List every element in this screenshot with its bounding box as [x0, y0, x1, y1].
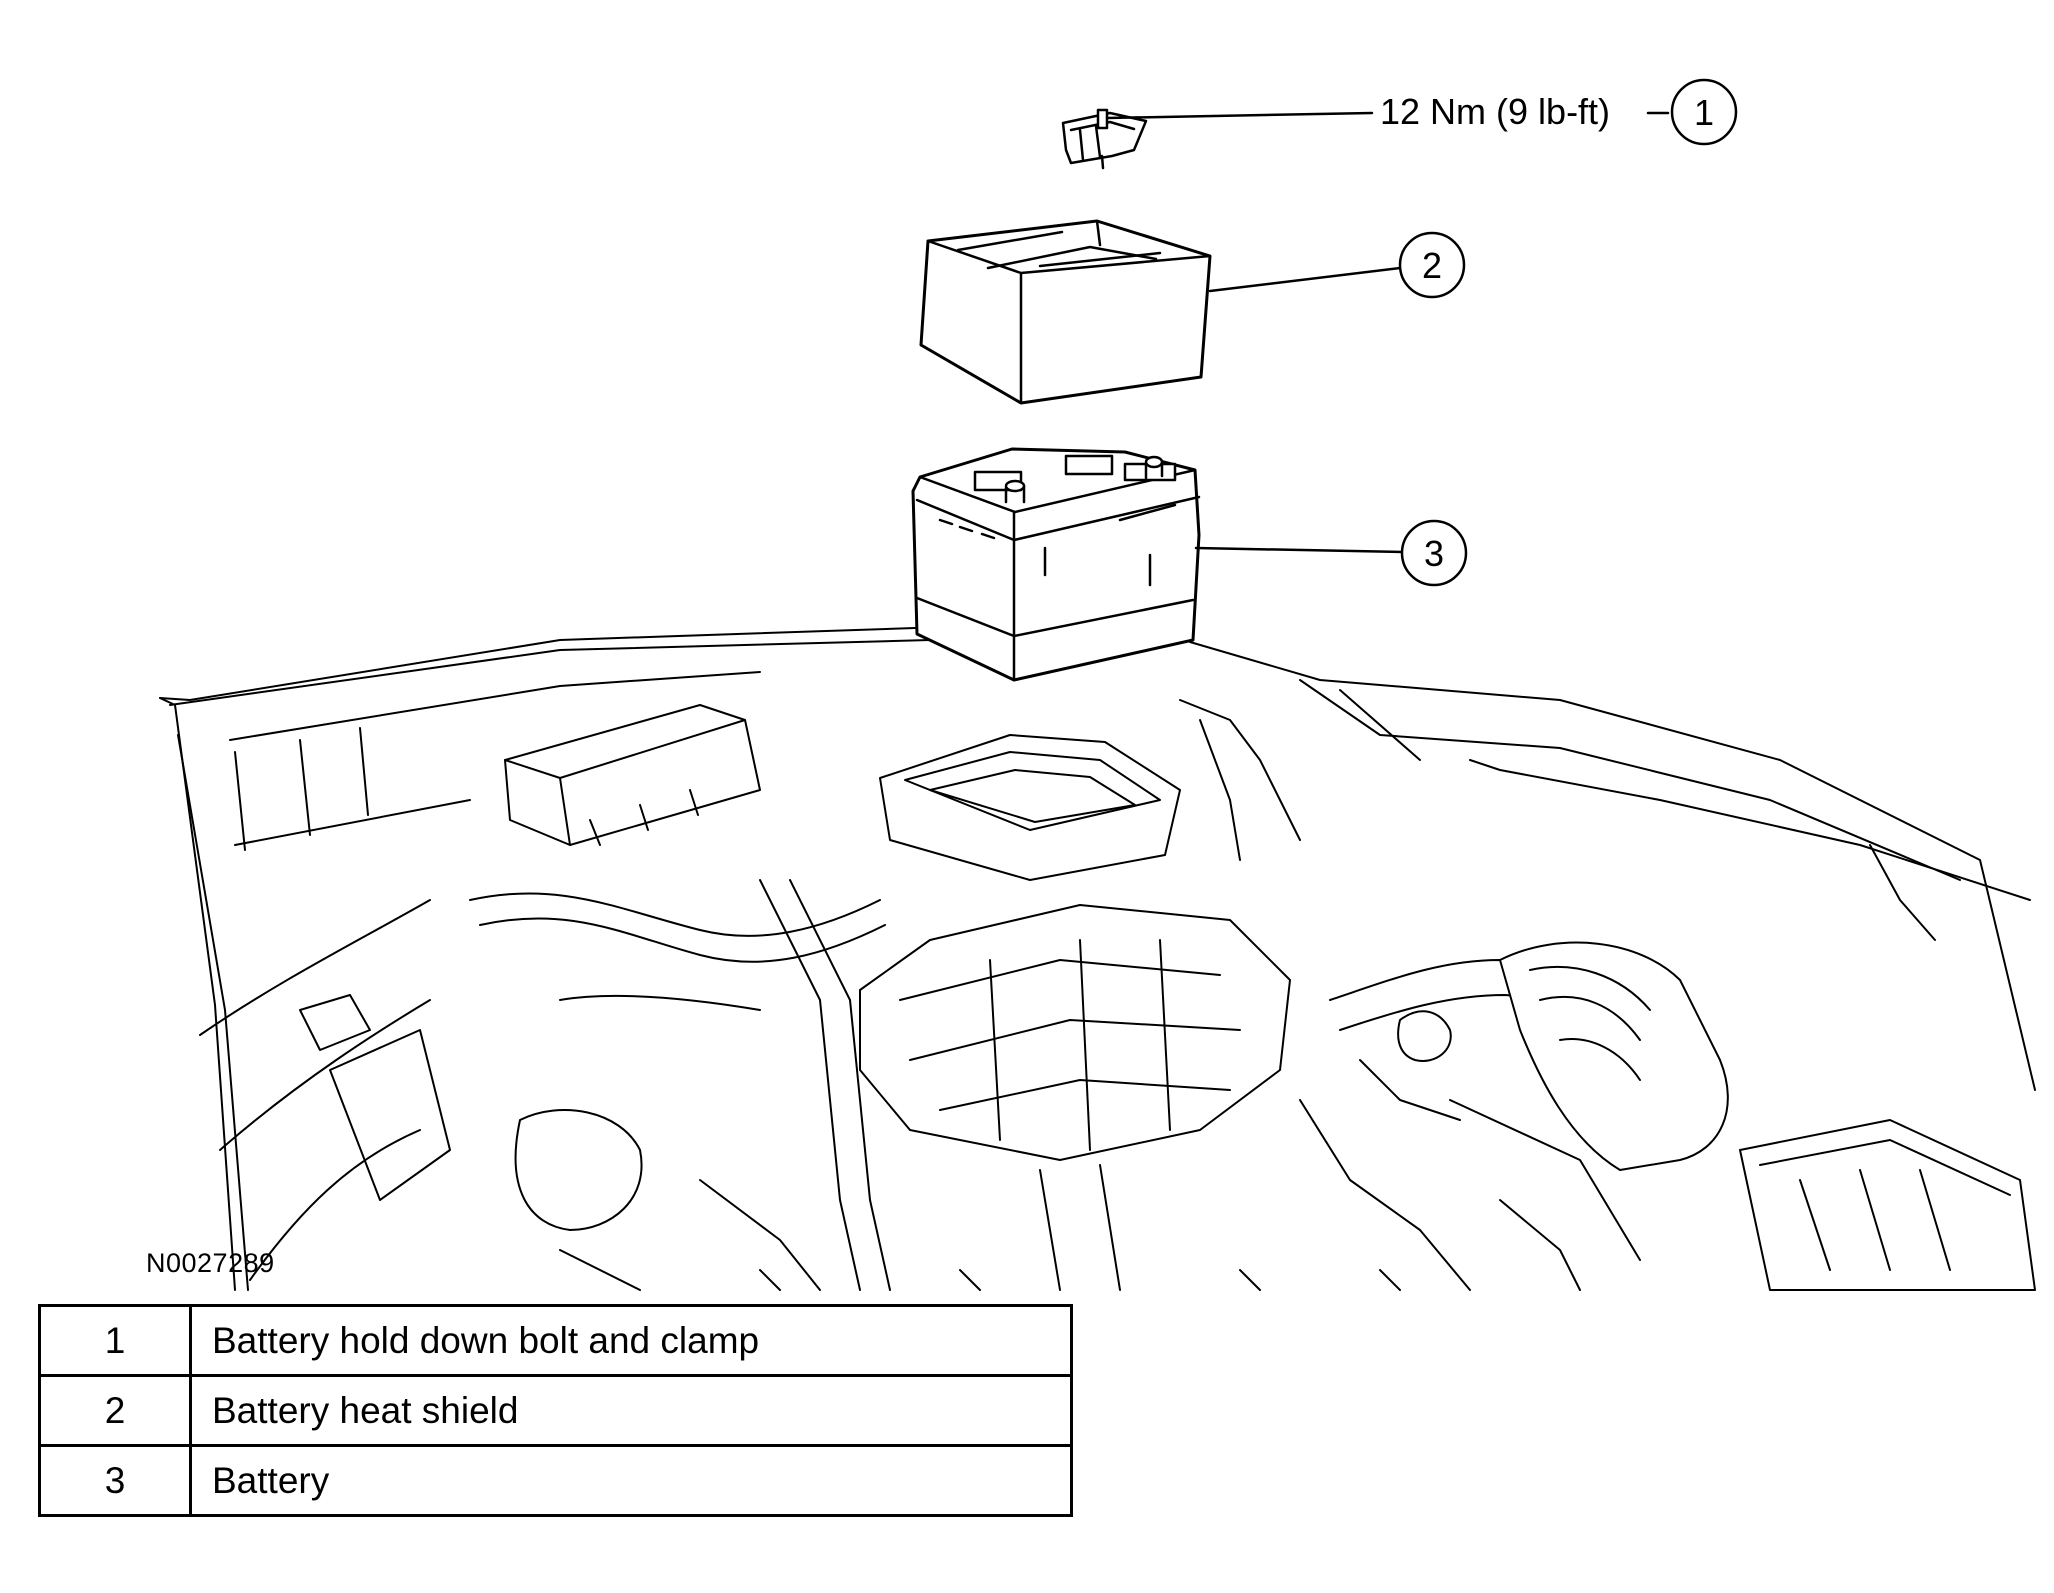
callout-3: 3: [1194, 519, 1468, 587]
legend-row: 1 Battery hold down bolt and clamp: [38, 1304, 1073, 1377]
heat-shield-drawing: [919, 219, 1212, 405]
callout-2: 2: [1208, 231, 1466, 299]
legend-row: 3 Battery: [38, 1444, 1073, 1517]
callout-3-number: 3: [1424, 533, 1444, 574]
legend-number: 2: [38, 1374, 192, 1447]
battery-drawing: [911, 447, 1201, 682]
callout-1-torque-label: 12 Nm (9 lb-ft): [1380, 91, 1610, 132]
legend-number: 3: [38, 1444, 192, 1517]
exploded-view-illustration: 12 Nm (9 lb-ft) 1 2 3: [159, 78, 2036, 1291]
callout-1: 12 Nm (9 lb-ft) 1: [1105, 78, 1738, 146]
callout-1-number: 1: [1694, 92, 1714, 133]
legend-row: 2 Battery heat shield: [38, 1374, 1073, 1447]
figure-id: N0027289: [146, 1248, 275, 1278]
legend-description: Battery: [189, 1444, 1073, 1517]
engine-bay-drawing: [159, 627, 2036, 1291]
legend-description: Battery hold down bolt and clamp: [189, 1304, 1073, 1377]
legend-description: Battery heat shield: [189, 1374, 1073, 1447]
legend-number: 1: [38, 1304, 192, 1377]
hold-down-clamp-drawing: [1061, 108, 1148, 170]
callout-2-number: 2: [1422, 245, 1442, 286]
legend-table: 1 Battery hold down bolt and clamp 2 Bat…: [38, 1304, 1073, 1517]
